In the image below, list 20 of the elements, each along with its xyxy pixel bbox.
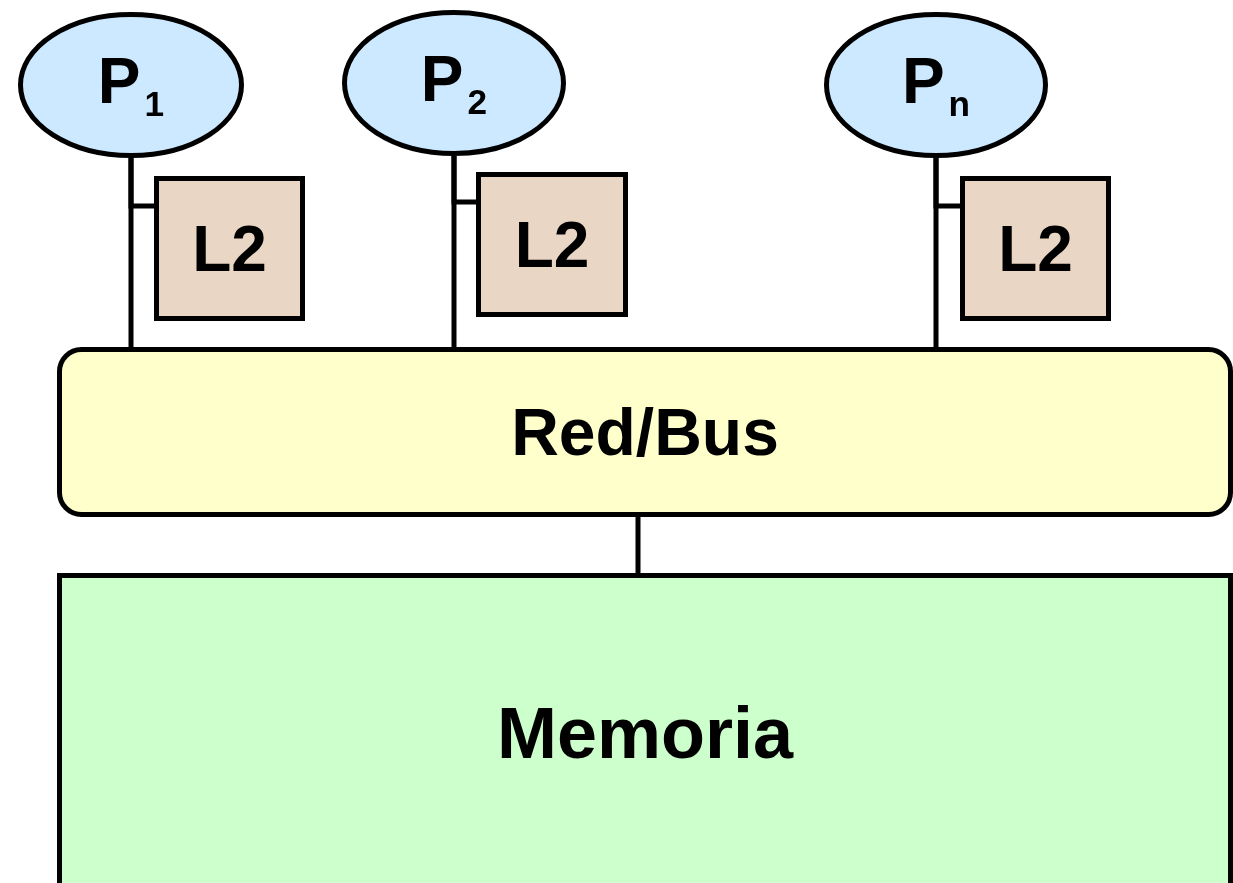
node-label: L2 [192,216,267,281]
node-label: L2 [998,216,1073,281]
node-label: Red/Bus [511,399,779,465]
processor-node [824,12,1048,158]
processor-node [342,10,566,156]
connector-line [451,156,457,347]
node-label: P$_{n}$ [901,49,971,121]
memory-box [57,573,1233,883]
cache-box [960,176,1111,321]
connector-line [933,158,939,347]
connector-line [128,158,134,347]
node-label: L2 [514,212,590,277]
processor-node [18,12,244,158]
cache-box [154,176,305,321]
node-label: P$_{1}$ [97,49,165,121]
cache-box [476,172,628,317]
connector-line [635,517,641,573]
node-label: P$_{2}$ [420,47,488,119]
bus-box [57,347,1233,517]
node-label: Memoria [496,697,794,769]
